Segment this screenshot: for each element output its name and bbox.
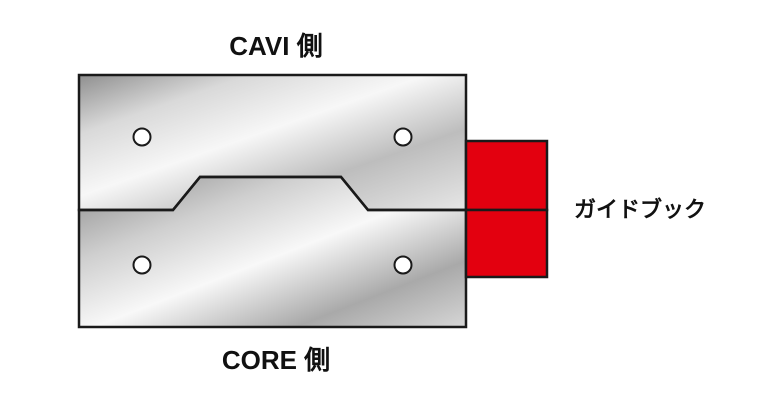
cavi-side-label: CAVI 側: [229, 31, 322, 61]
cavi-hole-right: [393, 127, 413, 147]
guide-block-upper: [464, 139, 549, 212]
parting-line: [79, 175, 466, 212]
guide-book-label: ガイドブック: [574, 197, 706, 222]
core-hole-left: [132, 255, 152, 275]
guide-block-lower: [464, 208, 549, 279]
core-hole-right: [393, 255, 413, 275]
cavi-hole-left: [132, 127, 152, 147]
core-side-label: CORE 側: [222, 345, 330, 375]
